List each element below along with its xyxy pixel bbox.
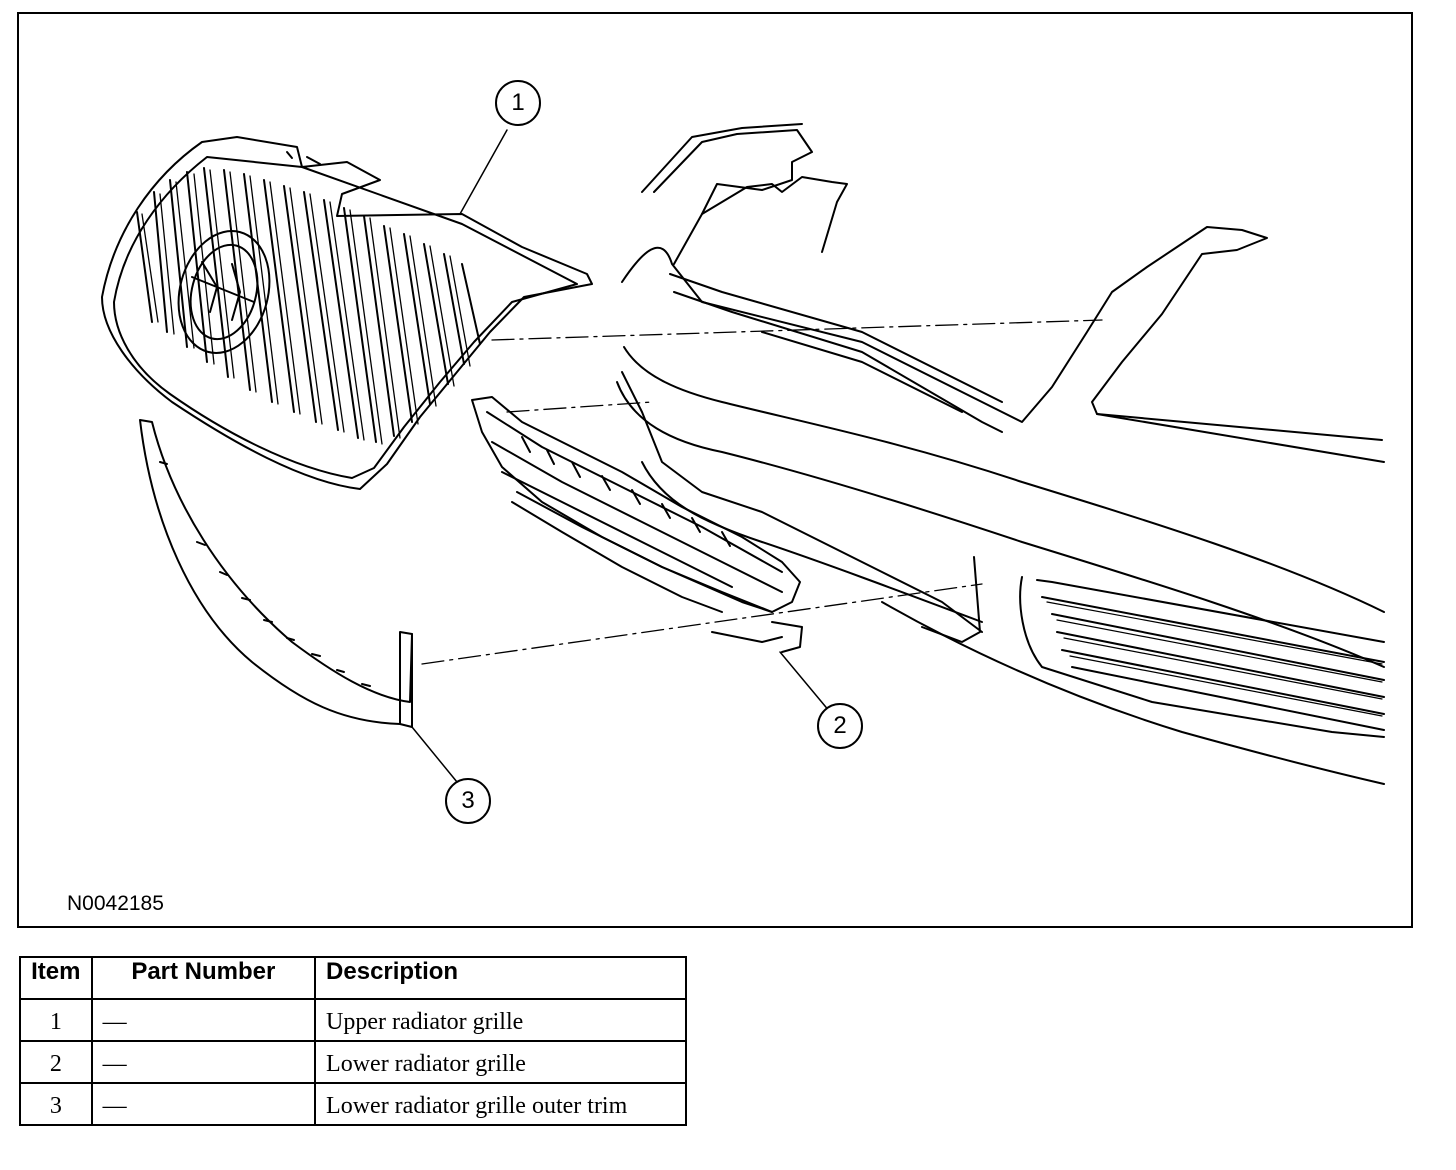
exploded-view-illustration (101, 123, 1385, 785)
cell-description: Lower radiator grille (314, 1040, 687, 1084)
alignment-lines (421, 319, 1103, 665)
lower-grille-drawing (471, 396, 803, 653)
cell-description: Upper radiator grille (314, 998, 687, 1042)
callout-3: 3 (445, 778, 491, 824)
callout-leaders (411, 129, 831, 783)
table-row: 3 — Lower radiator grille outer trim (19, 1082, 687, 1126)
figure-id: N0042185 (67, 892, 164, 915)
table-row: 1 — Upper radiator grille (19, 998, 687, 1042)
callout-1: 1 (495, 80, 541, 126)
header-item: Item (19, 956, 93, 1000)
table-row: 2 — Lower radiator grille (19, 1040, 687, 1084)
bumper-fascia-drawing (616, 123, 1385, 785)
cell-item: 1 (19, 998, 93, 1042)
cell-item: 2 (19, 1040, 93, 1084)
cell-part-number: — (90, 998, 317, 1042)
header-description: Description (314, 956, 687, 1000)
cell-part-number: — (90, 1082, 317, 1126)
parts-table: Item Part Number Description 1 — Upper r… (19, 956, 687, 1126)
table-header-row: Item Part Number Description (19, 956, 687, 1000)
outer-trim-drawing (139, 419, 413, 728)
cell-part-number: — (90, 1040, 317, 1084)
cell-item: 3 (19, 1082, 93, 1126)
header-part-number: Part Number (90, 956, 317, 1000)
diagram-frame: N0042185 (17, 12, 1413, 928)
upper-grille-drawing (101, 136, 593, 490)
cell-description: Lower radiator grille outer trim (314, 1082, 687, 1126)
callout-2: 2 (817, 703, 863, 749)
